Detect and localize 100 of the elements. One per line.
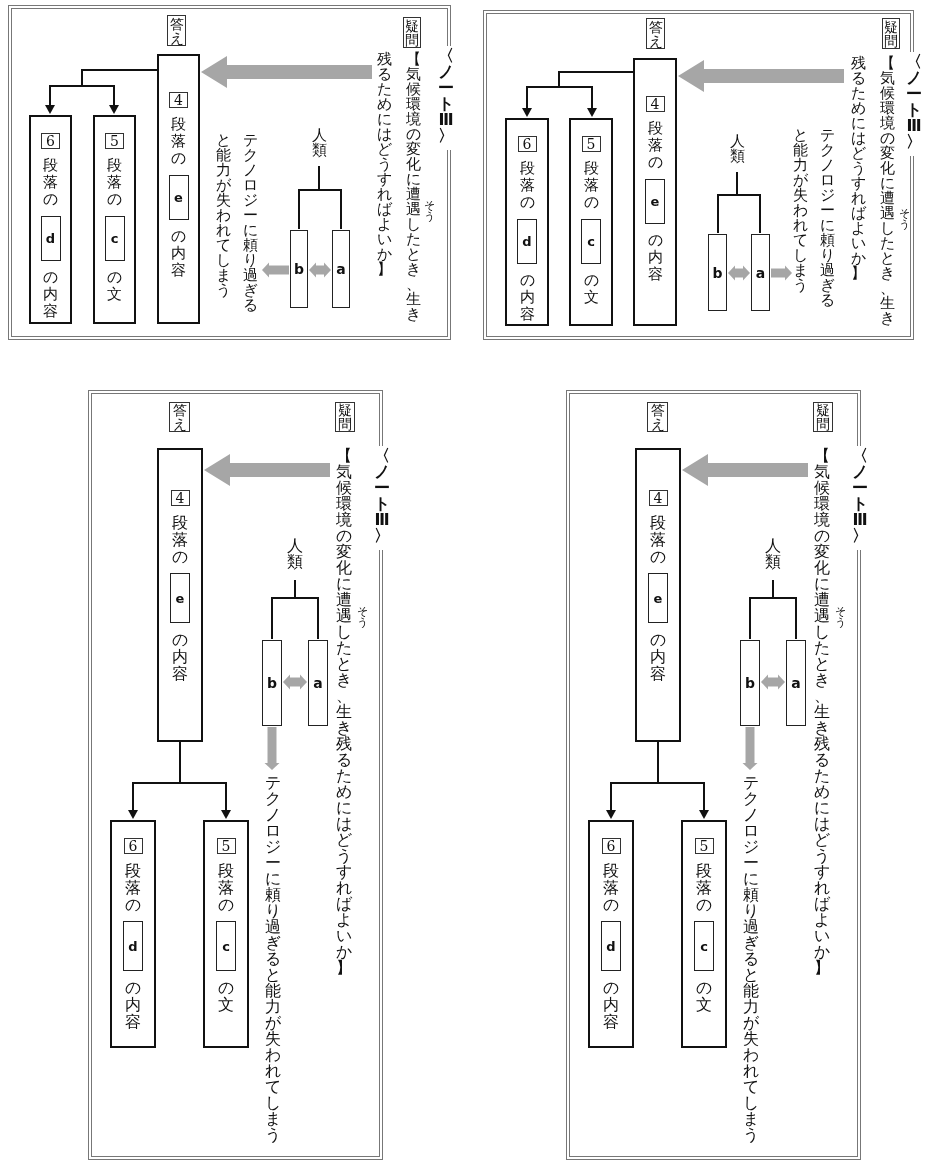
- box-text: の文: [582, 272, 600, 306]
- arrow: [204, 454, 330, 486]
- question-text: 【気候環境の変化に遭遇したとき、生き残るためにはどうすればよいか】: [374, 52, 424, 334]
- paragraph-box: [157, 54, 200, 324]
- blank-box: d: [517, 219, 537, 264]
- paragraph-box: [203, 820, 249, 1048]
- blank-box: c: [694, 921, 714, 971]
- blank-box: e: [645, 179, 665, 224]
- arrow: [45, 69, 158, 114]
- box-text: 段落の: [518, 160, 536, 211]
- blank-box: a: [332, 230, 350, 308]
- connector-line: [271, 579, 296, 640]
- box-text: の内容: [646, 232, 664, 283]
- box-text: の文: [106, 269, 123, 303]
- panel-heading: 〈ノートⅢ〉: [436, 46, 456, 150]
- box-text: 段落の: [42, 157, 59, 208]
- box-text: の内容: [42, 269, 59, 320]
- box-text: の内容: [171, 631, 189, 682]
- paragraph-number: 6: [123, 838, 143, 854]
- box-text: 段落の: [106, 157, 123, 208]
- question-text: 【気候環境の変化に遭遇したとき、生き残るためにはどうすればよいか】: [811, 448, 833, 993]
- arrow: [771, 265, 792, 281]
- statement-text: テクノロジーに頼り過ぎると能力が失われてしまう: [740, 775, 762, 1153]
- arrow: [264, 727, 280, 770]
- double-arrow: [728, 265, 750, 281]
- question-text: 【気候環境の変化に遭遇したとき、生き残るためにはどうすればよいか】: [848, 56, 898, 338]
- paragraph-number: 6: [601, 838, 621, 854]
- paragraph-box: [588, 820, 634, 1048]
- box-text: 段落の: [602, 862, 620, 913]
- answer-tag: 答え: [167, 15, 186, 46]
- box-text: の文: [695, 979, 713, 1013]
- blank-box: d: [601, 921, 621, 971]
- arrow: [742, 727, 758, 770]
- arrow: [262, 262, 289, 278]
- arrow: [522, 71, 634, 117]
- panel-heading: 〈ノートⅢ〉: [904, 52, 924, 156]
- box-text: 段落の: [582, 160, 600, 211]
- question-text: 【気候環境の変化に遭遇したとき、生き残るためにはどうすればよいか】: [333, 448, 355, 993]
- paragraph-box: [93, 115, 136, 324]
- category-label: 人類: [311, 128, 327, 164]
- blank-box: a: [308, 640, 328, 726]
- ruby-text: そう: [899, 208, 910, 230]
- blank-box: c: [104, 216, 125, 261]
- answer-tag: 答え: [647, 402, 668, 432]
- box-text: 段落の: [217, 862, 235, 913]
- arrow: [606, 741, 659, 819]
- blank-box: b: [740, 640, 760, 726]
- double-arrow: [309, 262, 331, 278]
- category-label: 人類: [287, 538, 303, 576]
- double-arrow: [761, 674, 785, 690]
- blank-box: e: [648, 573, 668, 623]
- ruby-text: そう: [835, 606, 846, 628]
- paragraph-box: [635, 448, 681, 742]
- box-text: 段落の: [649, 514, 667, 565]
- box-text: 段落の: [646, 120, 664, 171]
- question-tag: 疑問: [813, 402, 833, 432]
- question-tag: 疑問: [882, 18, 900, 49]
- box-text: 段落の: [171, 514, 189, 565]
- box-text: 段落の: [124, 862, 142, 913]
- arrow: [201, 56, 372, 88]
- paragraph-number: 5: [105, 133, 124, 149]
- box-text: の内容: [170, 228, 187, 279]
- blank-box: d: [123, 921, 143, 971]
- answer-tag: 答え: [169, 402, 190, 432]
- paragraph-number: 4: [645, 96, 665, 112]
- box-text: の文: [217, 979, 235, 1013]
- connector-line: [749, 579, 774, 640]
- panel-heading: 〈ノートⅢ〉: [850, 446, 870, 550]
- arrow: [128, 741, 181, 819]
- paragraph-number: 5: [581, 136, 601, 152]
- box-text: 段落の: [170, 116, 187, 167]
- blank-box: d: [40, 216, 61, 261]
- blank-box: b: [262, 640, 282, 726]
- blank-box: e: [170, 573, 190, 623]
- category-label: 人類: [765, 538, 781, 576]
- box-text: 段落の: [695, 862, 713, 913]
- blank-box: e: [168, 175, 189, 220]
- box-text: の内容: [124, 979, 142, 1030]
- paragraph-box: [633, 58, 677, 326]
- arrow: [678, 60, 844, 92]
- paragraph-box: [569, 118, 613, 326]
- blank-box: a: [786, 640, 806, 726]
- paragraph-number: 4: [648, 490, 668, 506]
- ruby-text: そう: [357, 606, 368, 628]
- blank-box: b: [708, 234, 727, 311]
- paragraph-box: [505, 118, 549, 326]
- paragraph-box: [157, 448, 203, 742]
- paragraph-box: [29, 115, 72, 324]
- statement-text: テクノロジーに頼り過ぎると能力が失われてしまう: [214, 133, 260, 317]
- paragraph-number: 5: [694, 838, 714, 854]
- paragraph-number: 5: [216, 838, 236, 854]
- connector-line: [717, 171, 738, 234]
- blank-box: b: [290, 230, 308, 308]
- blank-box: c: [581, 219, 601, 264]
- double-arrow: [283, 674, 307, 690]
- box-text: の内容: [518, 272, 536, 323]
- question-tag: 疑問: [403, 17, 421, 48]
- blank-box: c: [216, 921, 236, 971]
- paragraph-number: 6: [517, 136, 537, 152]
- box-text: の内容: [602, 979, 620, 1030]
